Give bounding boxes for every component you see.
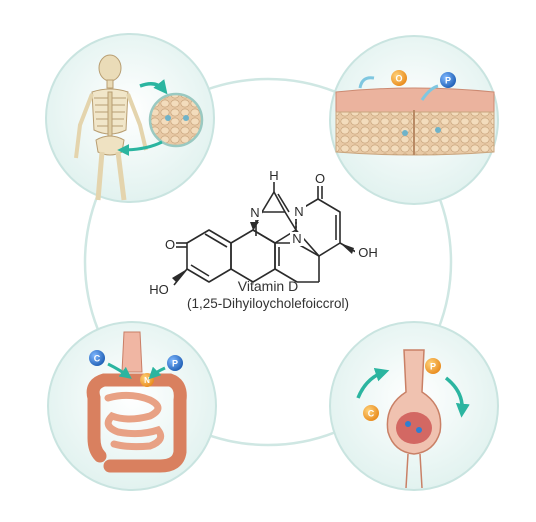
panel-tissue: O P [329, 35, 499, 205]
badge-c-bottom-right [363, 405, 379, 421]
badge-p-label: P [445, 76, 451, 86]
atom-o-top: O [315, 171, 325, 186]
badge-p-top-right [440, 72, 456, 88]
badge-c2-label: C [368, 409, 375, 419]
atom-n-ring: N [294, 204, 303, 219]
bone-tissue-inset [148, 92, 204, 148]
panel-kidney: C P [329, 321, 499, 491]
connecting-ring [83, 77, 453, 447]
badge-o-top-right [391, 70, 407, 86]
badge-c-bottom-left [89, 350, 105, 366]
panel-bone [45, 33, 215, 203]
atom-n-center: N [292, 231, 301, 246]
badge-n-label: N [144, 376, 150, 385]
badge-p3-label: P [430, 362, 436, 372]
arrow-to-bone-icon [139, 79, 168, 95]
badge-c-label: C [94, 354, 101, 364]
atom-oh-right: OH [358, 245, 378, 260]
wedge-bond-right [340, 243, 354, 254]
badge-p-bottom-left [167, 355, 183, 371]
esophagus-icon [121, 331, 143, 373]
wedge-bond-left [172, 269, 187, 282]
atom-ho-left: HO [149, 282, 169, 297]
atom-h-top: H [269, 168, 278, 183]
arrow-from-bone-icon [117, 140, 163, 156]
small-intestine-icon [104, 391, 165, 451]
atom-o-left: O [165, 237, 175, 252]
badge-p2-label: P [172, 359, 178, 369]
badge-p-bottom-right [425, 358, 441, 374]
panel-intestine: C N P [47, 321, 217, 491]
badge-o-label: O [395, 74, 402, 84]
atom-n-bridge: N [250, 205, 259, 220]
skeleton-icon [74, 54, 148, 201]
compound-formula: (1,25-Dihyiloycholefoiccrol) [186, 296, 350, 311]
wedge-bond [250, 222, 259, 230]
large-intestine-icon [86, 373, 187, 473]
compound-name: Vitamin D [237, 278, 299, 294]
vitamin-d-molecule [172, 182, 357, 286]
